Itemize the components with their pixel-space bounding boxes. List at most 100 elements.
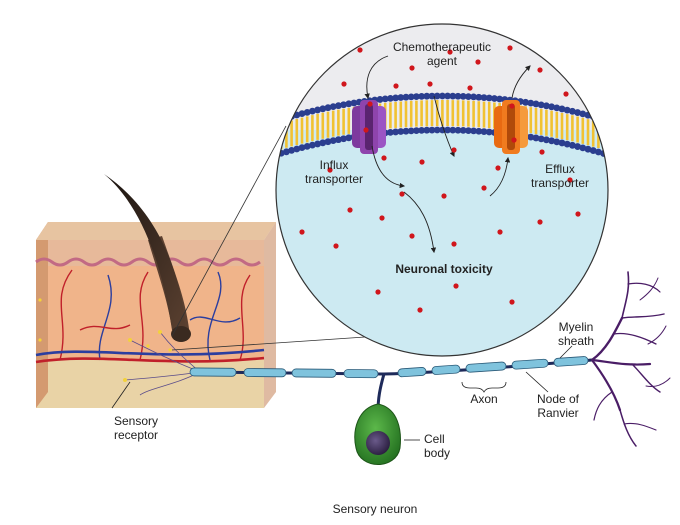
lipid-head: [319, 139, 327, 147]
myelin-label-line2: sheath: [557, 334, 595, 348]
drug-particle: [537, 67, 543, 73]
lipid-head: [418, 126, 425, 134]
lipid-head: [465, 127, 472, 135]
drug-particle: [539, 149, 545, 155]
lipid-head: [329, 103, 337, 111]
lipid-head: [543, 136, 550, 144]
lipid-head: [329, 137, 337, 145]
lipid-head: [303, 108, 311, 116]
influx-transporter: [352, 100, 386, 154]
efflux-label-line1: Efflux: [545, 162, 575, 176]
lipid-head: [324, 104, 332, 112]
lipid-head: [413, 93, 420, 100]
lipid-head: [454, 92, 462, 100]
subcutaneous-layer: [36, 360, 264, 408]
myelin-segment: [397, 367, 427, 378]
drug-particle: [451, 241, 457, 247]
drug-particle: [453, 283, 459, 289]
drug-particle: [467, 85, 473, 91]
myelin-segment: [431, 364, 461, 375]
lipid-head: [392, 94, 399, 102]
drug-particle: [409, 65, 415, 71]
myelin-segment: [291, 368, 337, 378]
lipid-head: [527, 99, 535, 107]
myelin-segment: [465, 361, 507, 373]
influx-transporter-label: Influx transporter: [294, 158, 374, 186]
drug-particle: [509, 103, 515, 109]
lipid-head: [314, 106, 321, 114]
lipid-head: [459, 127, 467, 134]
drug-particle: [563, 91, 569, 97]
sensory-neuron: [189, 271, 671, 465]
drug-particle: [375, 289, 381, 295]
drug-particle: [363, 127, 369, 133]
lipid-head: [470, 93, 477, 101]
drug-particle: [567, 177, 573, 183]
lipid-head: [537, 135, 545, 143]
lipid-head: [584, 145, 592, 153]
lipid-head: [288, 146, 295, 154]
lipid-head: [428, 92, 436, 100]
drug-particle: [357, 47, 363, 53]
lipid-head: [418, 92, 425, 100]
lipid-head: [475, 93, 483, 101]
lipid-head: [543, 102, 550, 110]
lipid-head: [563, 106, 571, 114]
lipid-head: [314, 140, 321, 148]
chemo-label-line2: agent: [426, 54, 458, 68]
node-label-line2: Ranvier: [537, 406, 579, 420]
cell-body-label: Cell body: [424, 432, 464, 460]
lipid-head: [309, 141, 316, 149]
lipid-head: [283, 148, 290, 156]
drug-particle: [537, 219, 543, 225]
lipid-head: [350, 99, 358, 107]
drug-particle: [333, 243, 339, 249]
drug-particle: [299, 229, 305, 235]
influx-entry-arrow: [364, 55, 389, 100]
hair-shaft: [104, 174, 186, 330]
lipid-head: [569, 107, 576, 115]
lipid-head: [376, 96, 384, 103]
lipid-head: [558, 105, 566, 113]
lipid-head: [553, 138, 561, 146]
myelin-segment: [189, 367, 237, 377]
efflux-label-line2: transporter: [530, 176, 590, 190]
lipid-head: [345, 100, 353, 108]
zoom-circle: [275, 23, 609, 357]
efflux-transporter-label: Efflux transporter: [520, 162, 600, 190]
drug-flow-arrows: [364, 55, 531, 254]
lipid-head: [444, 92, 451, 100]
lipid-head: [340, 101, 347, 109]
lipid-head: [397, 94, 405, 101]
axon-label: Axon: [470, 392, 498, 406]
efflux-exit-arrow: [511, 65, 531, 99]
chemo-label-line1: Chemotherapeutic: [392, 40, 492, 54]
lipid-head: [381, 95, 389, 103]
lipid-head: [485, 94, 493, 102]
lipid-head: [298, 110, 306, 118]
lipid-head: [340, 135, 347, 143]
node-leader: [525, 371, 549, 393]
lipid-head: [595, 148, 602, 156]
lipid-head: [569, 141, 576, 149]
lipid-head: [485, 128, 493, 136]
drug-particle: [419, 159, 425, 165]
lipid-head: [402, 127, 410, 135]
drug-particle: [497, 229, 503, 235]
lipid-head: [480, 94, 488, 101]
lipid-head: [548, 103, 555, 111]
lipid-head: [532, 100, 540, 108]
sensory-label-line1: Sensory: [113, 414, 159, 428]
lipid-head: [309, 107, 316, 115]
myelin-segment: [511, 358, 549, 370]
cell-label-line1: Cell: [424, 432, 445, 446]
zoom-circle-outline: [275, 23, 609, 357]
lipid-head: [276, 117, 280, 125]
lipid-head: [475, 127, 483, 135]
lipid-head: [537, 101, 545, 109]
lipid-head: [335, 102, 342, 110]
lipid-head: [277, 115, 285, 123]
lipid-head: [454, 126, 462, 134]
lipid-head: [413, 127, 420, 134]
